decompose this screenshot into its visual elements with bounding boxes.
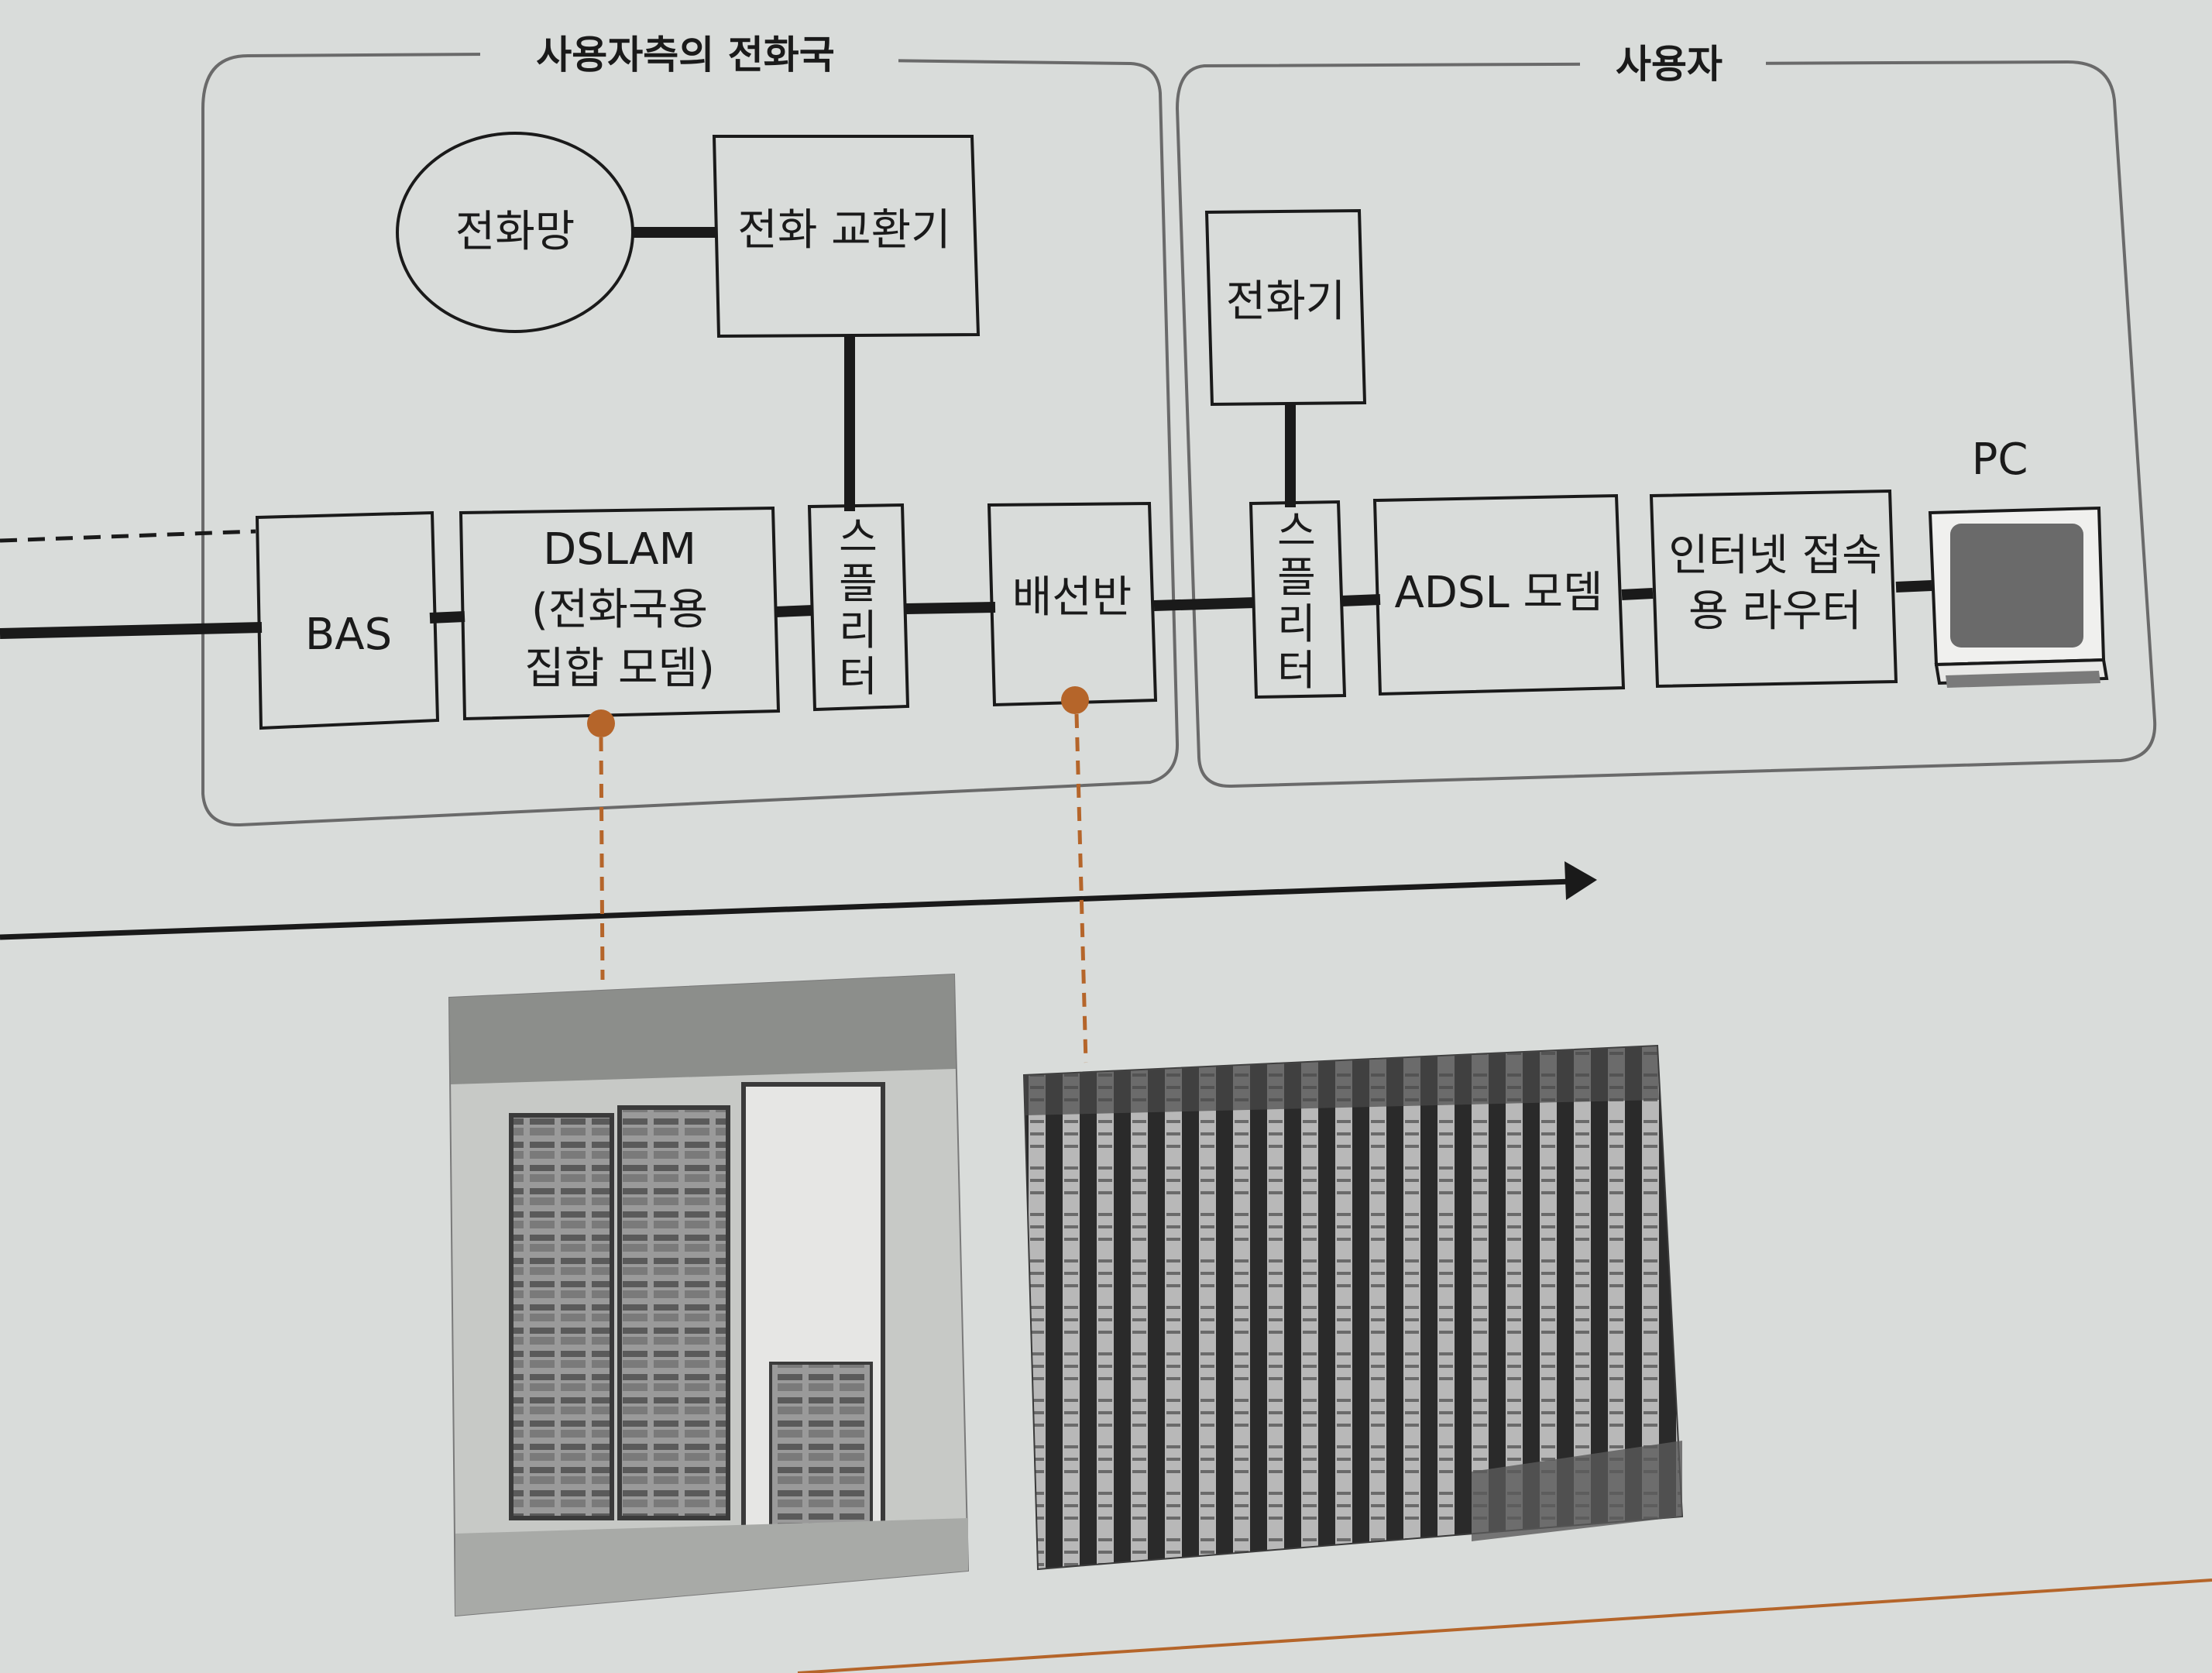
mdf-callout-line — [1074, 713, 1088, 1063]
dslam-label-line2: (전화국용 — [531, 585, 708, 635]
direction-arrow-line — [0, 878, 1573, 940]
office-group-border — [201, 53, 1180, 827]
telephone-network-node: 전화망 — [396, 132, 634, 333]
distribution-frame-photo — [1022, 1044, 1684, 1571]
dslam-racks-photo — [448, 973, 970, 1617]
telephone-exchange-node: 전화 교환기 — [712, 135, 981, 338]
splitter-office-char-1: 스 — [839, 513, 878, 562]
office-group-title: 사용자측의 전화국 — [536, 33, 834, 77]
telephone-network-label: 전화망 — [455, 207, 575, 257]
adsl-modem-node: ADSL 모뎀 — [1372, 493, 1626, 696]
bas-node: BAS — [255, 510, 440, 730]
telephone-node: 전화기 — [1204, 208, 1367, 407]
telephone-exchange-label: 전화 교환기 — [737, 205, 950, 256]
dslam-node: DSLAM (전화국용 집합 모뎀) — [459, 506, 781, 721]
splitter-user-char-3: 리 — [1277, 599, 1316, 648]
telephone-label: 전화기 — [1226, 277, 1346, 327]
dslam-label-line3: 집합 모뎀) — [524, 644, 715, 694]
mdf-callout-dot — [1061, 686, 1089, 714]
splitter-office-char-3: 리 — [839, 606, 878, 654]
splitter-user-node: 스 플 리 터 — [1249, 500, 1347, 699]
connection-lines — [0, 227, 1932, 639]
splitter-office-char-4: 터 — [839, 652, 878, 701]
router-node: 인터넷 접속 용 라우터 — [1649, 489, 1898, 689]
uplink-dashed-line — [0, 529, 256, 543]
direction-arrow-head — [1565, 861, 1597, 900]
user-title-mask — [1580, 39, 1766, 88]
pc-label: PC — [1972, 435, 2028, 485]
page-bottom-rule — [797, 1579, 2212, 1673]
user-group-title: 사용자 — [1616, 42, 1723, 87]
splitter-office-char-2: 플 — [839, 559, 878, 608]
bas-label: BAS — [305, 610, 392, 660]
dslam-callout-line — [599, 737, 605, 981]
pc-icon — [1928, 506, 2109, 688]
splitter-user-char-1: 스 — [1277, 507, 1316, 555]
router-label-line1: 인터넷 접속 — [1668, 531, 1881, 581]
adsl-modem-label: ADSL 모뎀 — [1394, 568, 1602, 618]
office-title-mask — [480, 31, 898, 81]
mdf-label: 배선반 — [1012, 572, 1132, 623]
mdf-node: 배선반 — [987, 501, 1158, 707]
router-label-line2: 용 라우터 — [1688, 586, 1862, 637]
splitter-user-char-2: 플 — [1277, 553, 1316, 602]
splitter-office-node: 스 플 리 터 — [807, 503, 910, 712]
dslam-callout-dot — [587, 709, 615, 737]
splitter-user-char-4: 터 — [1277, 646, 1316, 695]
dslam-label-line1: DSLAM — [543, 524, 696, 575]
user-group-border — [1175, 60, 2157, 788]
